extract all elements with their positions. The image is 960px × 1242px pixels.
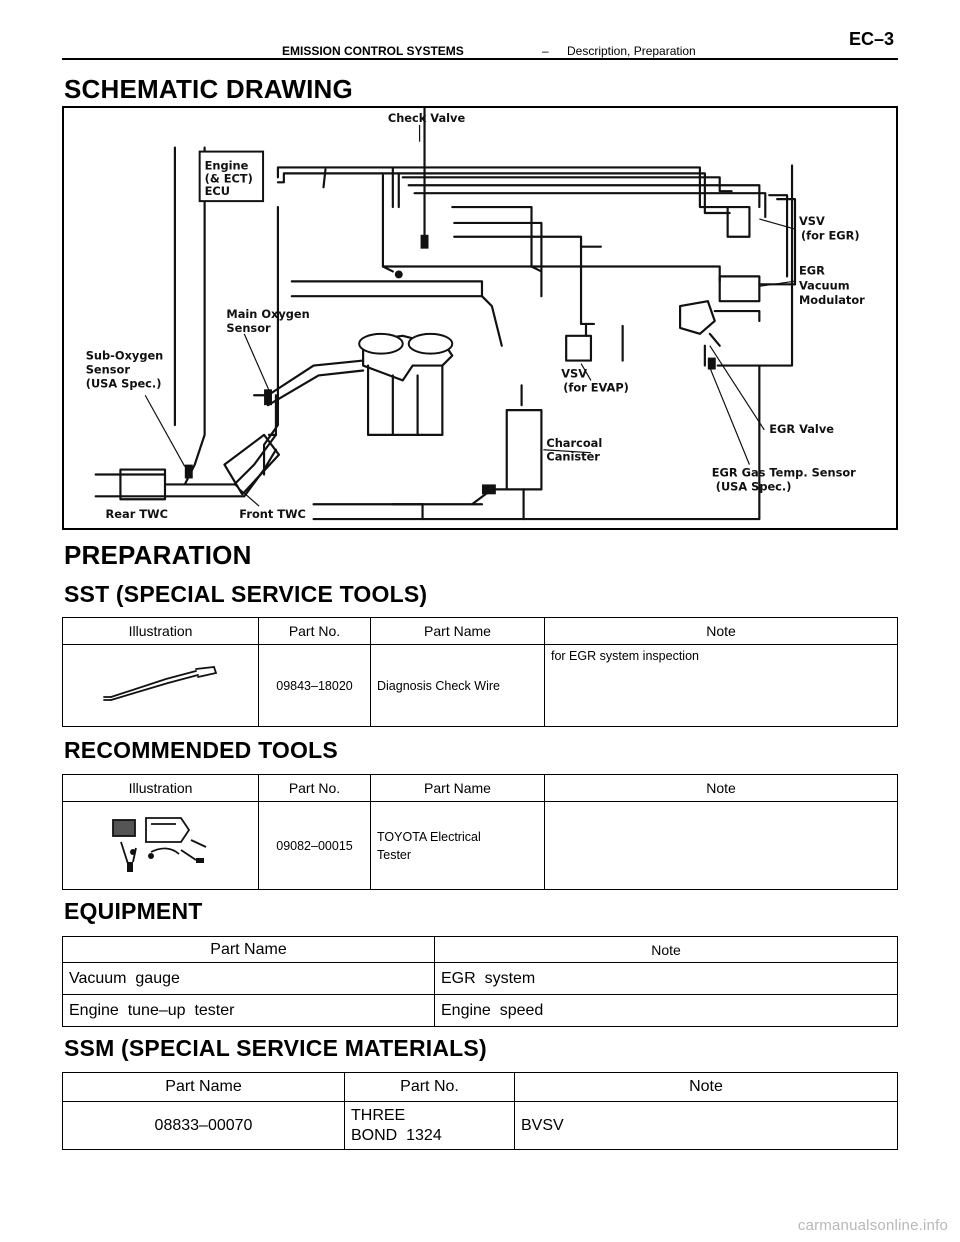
label-egr-temp-1: EGR Gas Temp. Sensor <box>712 465 856 479</box>
equipment-note: Engine speed <box>434 994 898 1027</box>
col-part-no: Part No. <box>258 617 371 645</box>
col-illustration: Illustration <box>62 774 259 802</box>
table-row: Engine tune–up tester Engine speed <box>62 994 898 1027</box>
label-sub-o2-3: (USA Spec.) <box>86 376 162 390</box>
label-main-o2-2: Sensor <box>226 321 271 335</box>
label-vsv-egr-1: VSV <box>799 214 825 228</box>
recommended-part-name-2: Tester <box>377 847 412 862</box>
recommended-table: Illustration Part No. Part Name Note <box>62 774 898 890</box>
preparation-title: PREPARATION <box>64 540 252 570</box>
sst-part-name: Diagnosis Check Wire <box>370 644 545 727</box>
col-part-name: Part Name <box>62 936 435 963</box>
recommended-note <box>544 801 898 890</box>
schematic-drawing: Check Valve Engine (& ECT) ECU VSV (for … <box>62 106 898 530</box>
page-number: EC–3 <box>848 29 894 49</box>
ssm-part-no: THREE BOND 1324 <box>344 1101 515 1150</box>
sst-table: Illustration Part No. Part Name Note 098… <box>62 617 898 727</box>
recommended-part-no: 09082–00015 <box>258 801 371 890</box>
illustration-cell <box>62 801 259 890</box>
label-egr-mod-3: Modulator <box>799 293 865 307</box>
label-egr-temp-2: (USA Spec.) <box>716 479 792 493</box>
sst-note: for EGR system inspection <box>544 644 898 727</box>
label-egr-valve: EGR Valve <box>769 422 834 436</box>
recommended-part-name: TOYOTA Electrical Tester <box>370 801 545 890</box>
equipment-table: Part Name Note Vacuum gauge EGR system E… <box>62 936 898 1027</box>
table-header-row: Illustration Part No. Part Name Note <box>62 617 898 645</box>
recommended-part-name-1: TOYOTA Electrical <box>377 829 481 844</box>
page-header: EMISSION CONTROL SYSTEMS – Description, … <box>62 26 898 60</box>
col-note: Note <box>434 936 898 963</box>
label-sub-o2-2: Sensor <box>86 362 131 376</box>
ssm-note: BVSV <box>514 1101 898 1150</box>
col-part-name: Part Name <box>370 774 545 802</box>
label-ecu-3: ECU <box>205 184 230 198</box>
header-section: EMISSION CONTROL SYSTEMS <box>282 44 464 58</box>
label-charcoal-1: Charcoal <box>546 436 602 450</box>
equipment-title: EQUIPMENT <box>64 898 203 924</box>
ssm-title: SSM (SPECIAL SERVICE MATERIALS) <box>64 1035 487 1061</box>
table-row: 08833–00070 THREE BOND 1324 BVSV <box>62 1101 898 1150</box>
label-rear-twc: Rear TWC <box>106 507 168 521</box>
label-check-valve: Check Valve <box>388 111 466 125</box>
ssm-table: Part Name Part No. Note 08833–00070 THRE… <box>62 1072 898 1150</box>
watermark: carmanualsonline.info <box>797 1217 948 1234</box>
schematic-svg: Check Valve Engine (& ECT) ECU VSV (for … <box>86 108 865 521</box>
tester-illustration <box>111 817 206 872</box>
label-front-twc: Front TWC <box>239 507 306 521</box>
table-row: 09082–00015 TOYOTA Electrical Tester <box>62 801 898 890</box>
col-part-name: Part Name <box>62 1072 345 1102</box>
col-note: Note <box>544 774 898 802</box>
col-part-name: Part Name <box>370 617 545 645</box>
table-header-row: Illustration Part No. Part Name Note <box>62 774 898 802</box>
col-part-no: Part No. <box>258 774 371 802</box>
equipment-part-name: Vacuum gauge <box>62 962 435 995</box>
table-row: Vacuum gauge EGR system <box>62 962 898 995</box>
sst-part-no: 09843–18020 <box>258 644 371 727</box>
wire-ecu-vsv <box>276 166 729 209</box>
equipment-part-name: Engine tune–up tester <box>62 994 435 1027</box>
label-vsv-evap-2: (for EVAP) <box>563 380 629 394</box>
header-dash: – <box>542 44 549 58</box>
header-subsection: Description, Preparation <box>567 44 696 58</box>
ssm-part-no-1: THREE <box>351 1106 406 1124</box>
label-vsv-evap-1: VSV <box>561 366 587 380</box>
table-header-row: Part Name Note <box>62 936 898 963</box>
label-sub-o2-1: Sub-Oxygen <box>86 349 164 363</box>
label-egr-mod-2: Vacuum <box>799 278 850 292</box>
table-header-row: Part Name Part No. Note <box>62 1072 898 1102</box>
label-main-o2-1: Main Oxygen <box>226 307 309 321</box>
ssm-part-no-2: BOND 1324 <box>351 1126 442 1144</box>
check-wire-illustration <box>102 666 217 701</box>
ssm-part-name: 08833–00070 <box>62 1101 345 1150</box>
label-ecu-1: Engine <box>205 158 249 172</box>
equipment-note: EGR system <box>434 962 898 995</box>
label-vsv-egr-2: (for EGR) <box>801 229 860 243</box>
illustration-cell <box>62 644 259 727</box>
label-charcoal-2: Canister <box>546 450 600 464</box>
table-row: 09843–18020 Diagnosis Check Wire for EGR… <box>62 644 898 727</box>
col-illustration: Illustration <box>62 617 259 645</box>
label-egr-mod-1: EGR <box>799 263 825 277</box>
col-note: Note <box>544 617 898 645</box>
schematic-title: SCHEMATIC DRAWING <box>64 74 353 104</box>
sst-title: SST (SPECIAL SERVICE TOOLS) <box>64 581 428 607</box>
recommended-title: RECOMMENDED TOOLS <box>64 737 338 763</box>
label-ecu-2: (& ECT) <box>205 171 253 185</box>
col-note: Note <box>514 1072 898 1102</box>
col-part-no: Part No. <box>344 1072 515 1102</box>
